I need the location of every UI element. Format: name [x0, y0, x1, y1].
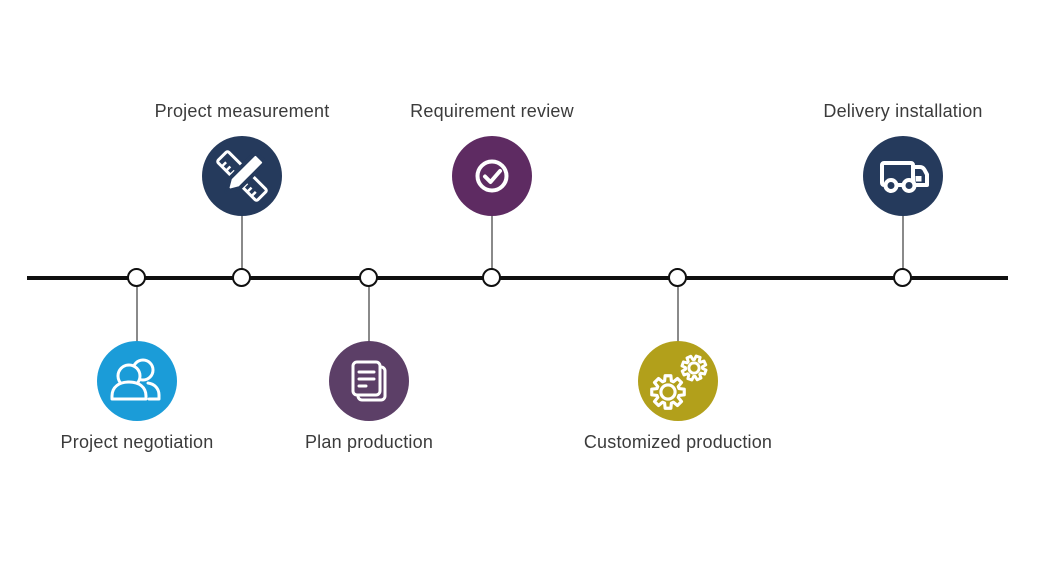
step-circle-project-measurement [202, 136, 282, 216]
connector-line [241, 213, 243, 278]
step-label: Delivery installation [823, 101, 983, 121]
timeline-node [668, 268, 687, 287]
connector-line [902, 213, 904, 278]
step-label: Project measurement [154, 101, 330, 121]
timeline-node [232, 268, 251, 287]
step-label: Project negotiation [60, 432, 214, 452]
connector-line [368, 282, 370, 343]
document-icon [351, 360, 387, 402]
step-label: Plan production [304, 432, 434, 452]
step-circle-requirement-review [452, 136, 532, 216]
connector-line [136, 282, 138, 343]
step-label: Customized production [583, 432, 773, 452]
step-circle-customized-production [638, 341, 718, 421]
ruler-pencil-icon [216, 150, 268, 202]
timeline-axis [27, 276, 1008, 280]
step-circle-plan-production [329, 341, 409, 421]
check-circle-icon [475, 159, 509, 193]
timeline-node [482, 268, 501, 287]
timeline-node [127, 268, 146, 287]
gears-icon [650, 354, 708, 410]
step-label: Requirement review [410, 101, 574, 121]
truck-icon [880, 161, 929, 193]
step-circle-delivery-installation [863, 136, 943, 216]
people-icon [110, 358, 161, 401]
step-circle-project-negotiation [97, 341, 177, 421]
timeline-node [893, 268, 912, 287]
connector-line [677, 282, 679, 343]
timeline-node [359, 268, 378, 287]
connector-line [491, 213, 493, 278]
